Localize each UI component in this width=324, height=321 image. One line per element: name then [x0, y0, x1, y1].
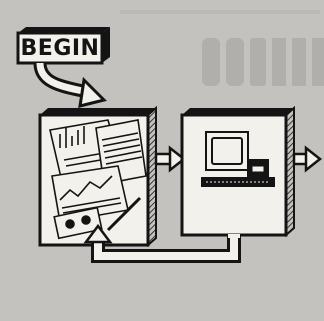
arrow-to-computer — [156, 148, 184, 170]
begin-arrow — [40, 63, 104, 106]
computer-node — [182, 108, 294, 235]
arrow-exit-right — [294, 148, 320, 170]
faint-background-lettering — [120, 10, 324, 86]
begin-label: BEGIN — [18, 33, 102, 63]
